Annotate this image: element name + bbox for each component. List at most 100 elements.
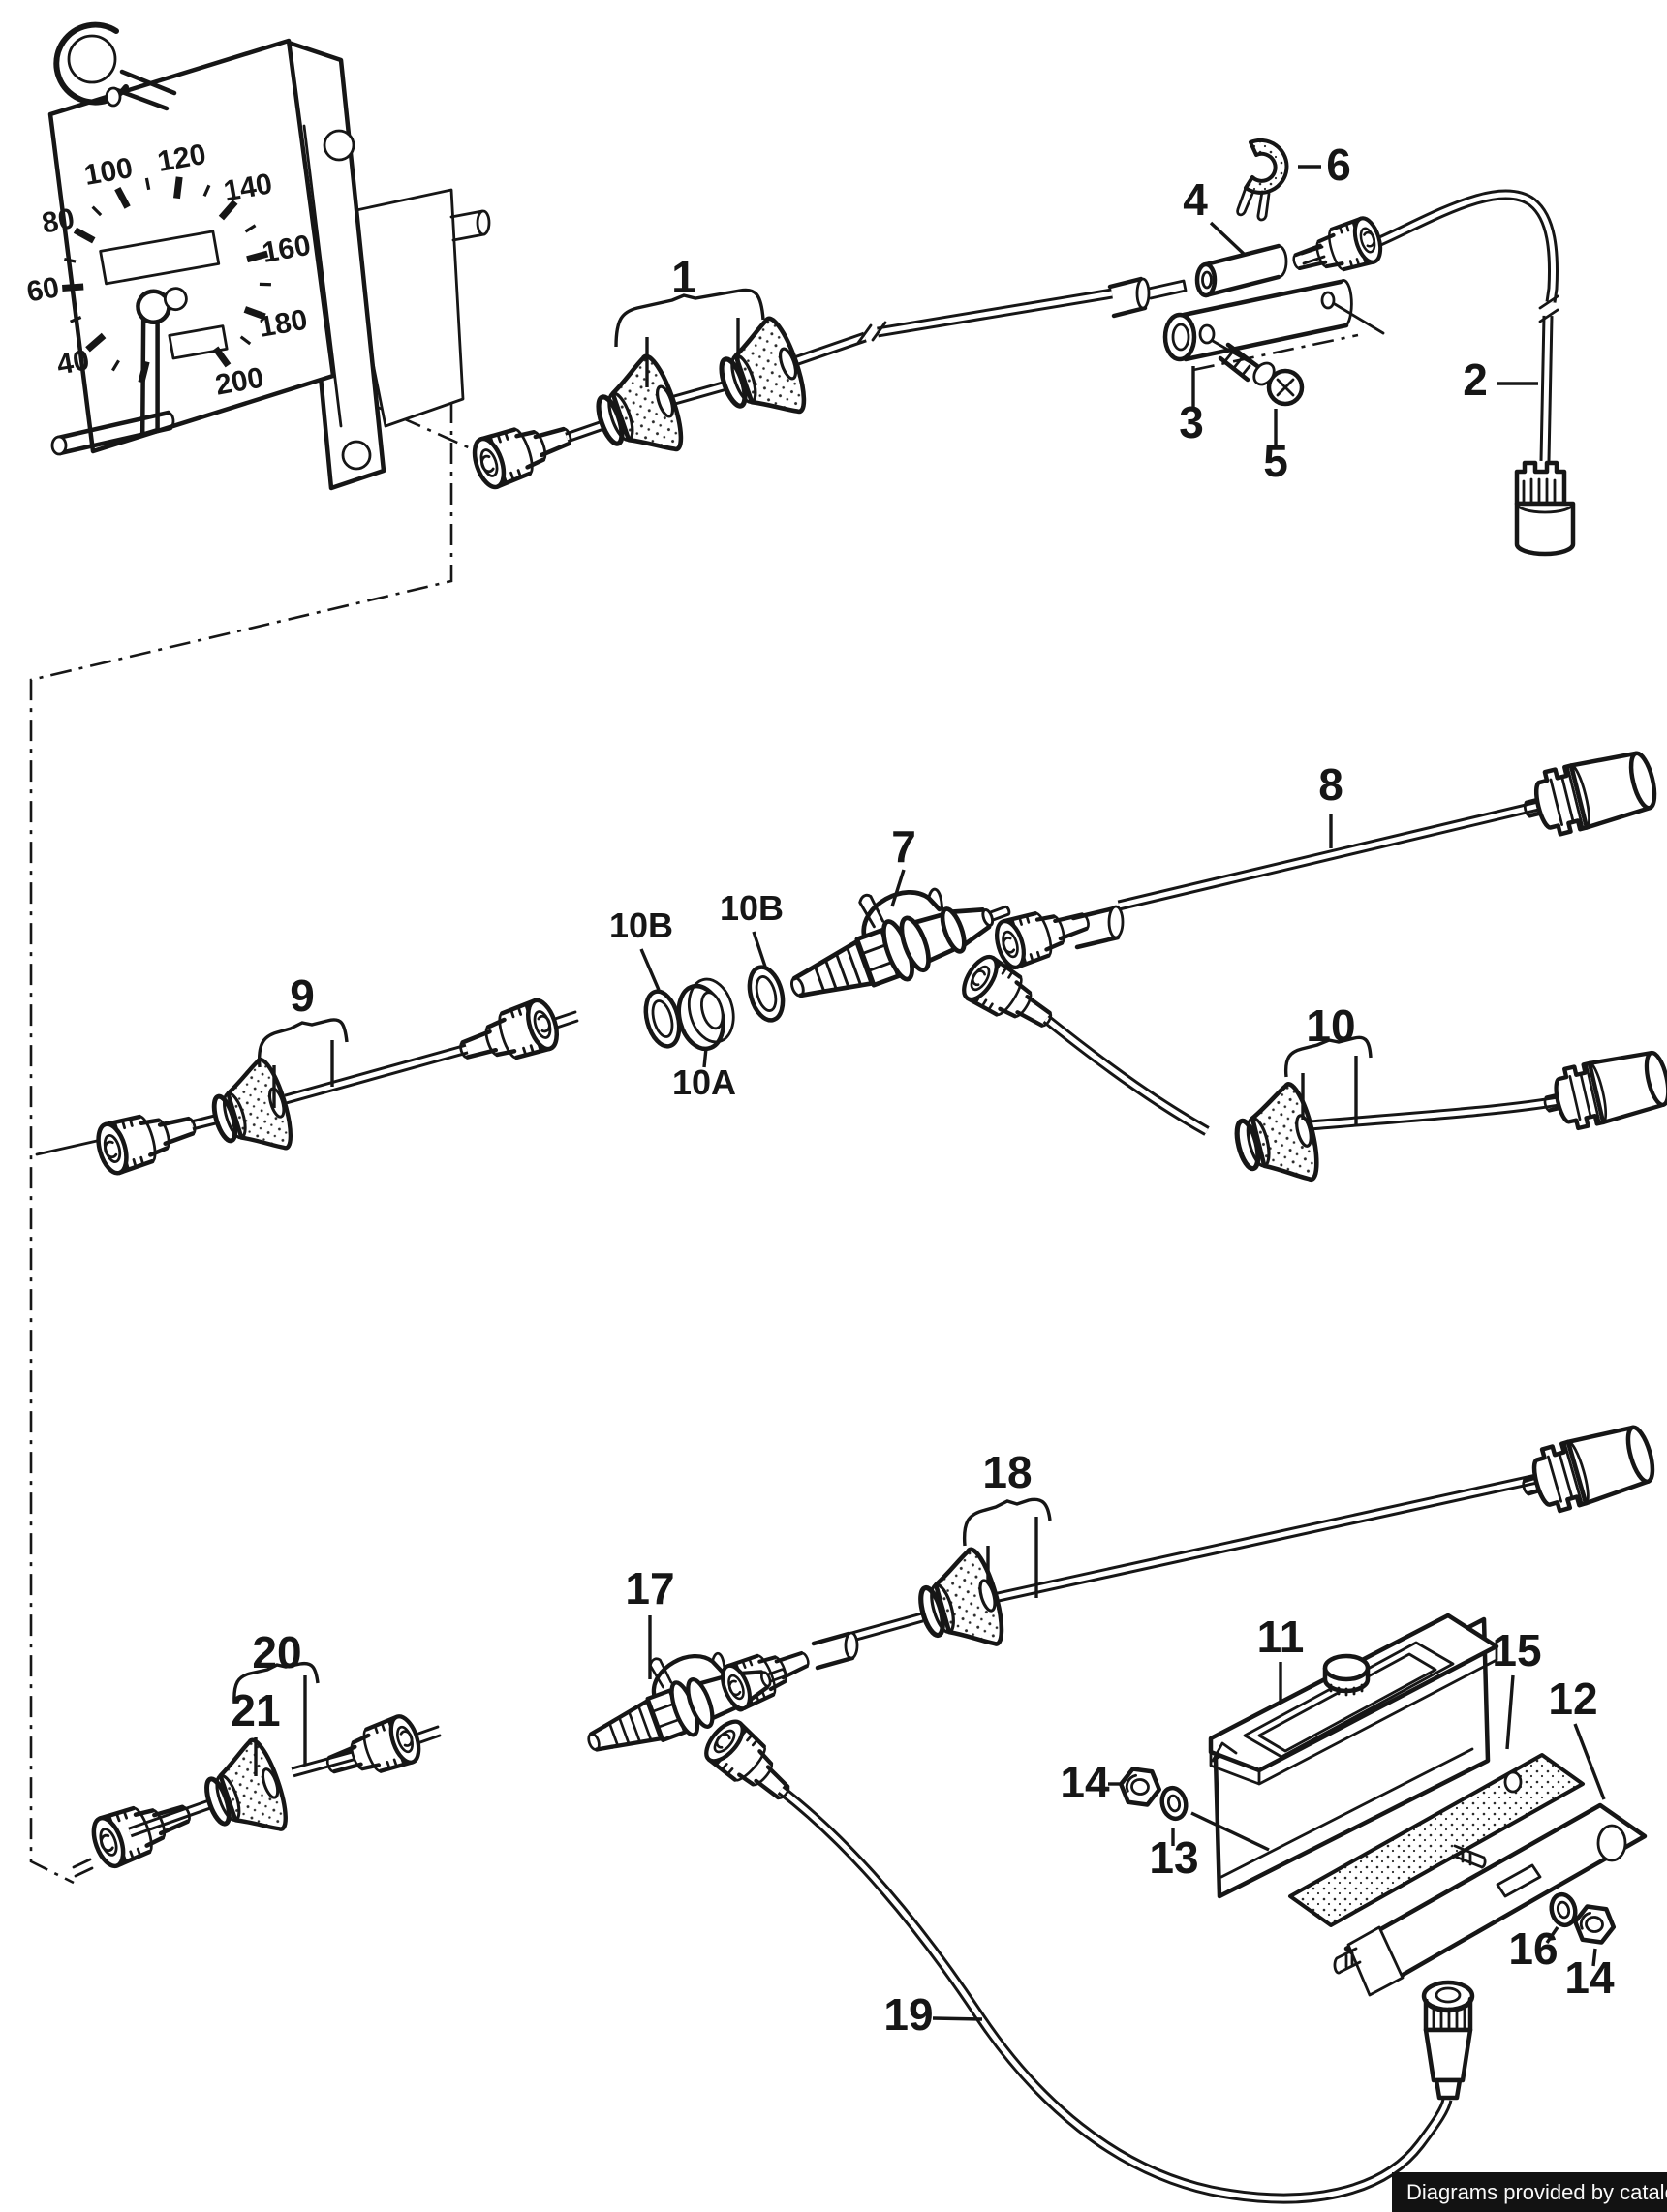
part-label-20: 20 (252, 1627, 301, 1677)
retaining-clip-part6 (1236, 138, 1289, 222)
washer-part13 (1158, 1786, 1189, 1822)
part-label-18: 18 (982, 1447, 1032, 1497)
needle-hub-inner (163, 287, 188, 312)
trip-window (168, 324, 229, 360)
part-label-16: 16 (1508, 1923, 1558, 1974)
cable-part8-assembly (992, 748, 1660, 971)
callout-leader-4 (1209, 221, 1246, 256)
bracket-plate-part12 (1333, 1802, 1648, 1997)
part-label-9: 9 (290, 970, 315, 1021)
gauge-number-40: 40 (54, 344, 92, 381)
part-label-15: 15 (1492, 1625, 1541, 1675)
callout-leader-14 (1591, 1948, 1597, 1967)
callout-leader-10A (702, 1047, 708, 1068)
upper-speedo-cable-assembly (469, 276, 1188, 491)
cable-grommet-part21 (195, 1736, 293, 1849)
cable-end-cap (1287, 215, 1385, 284)
cable-end-cap (93, 1101, 201, 1177)
gauge-major-tick (73, 227, 96, 244)
callout-leader-13 (1190, 1811, 1270, 1852)
part-label-3: 3 (1179, 397, 1204, 447)
part-label-7: 7 (891, 821, 916, 872)
gauge-minor-tick (244, 224, 257, 233)
nut-part14b (1573, 1905, 1616, 1944)
badge-text: Diagrams provided by catalogs parts (1406, 2180, 1667, 2204)
gauge-number-80: 80 (40, 202, 77, 239)
gauge-major-tick (85, 332, 107, 353)
foam-pad-part15 (1288, 1753, 1585, 1927)
part-label-10B: 10B (720, 888, 784, 928)
gauge-minor-tick (239, 335, 252, 346)
cable-part19-assembly (699, 1715, 1475, 2204)
part-label-12: 12 (1548, 1674, 1597, 1724)
part-label-10B: 10B (609, 906, 673, 945)
cable-grommet (709, 315, 812, 432)
cable-part18-assembly (811, 1421, 1658, 1671)
gauge-major-tick (212, 346, 232, 368)
cable-grommet (586, 353, 689, 470)
angle-drive-part17 (571, 1619, 795, 1769)
gauge-major-tick (138, 360, 150, 384)
provider-badge: Diagrams provided by catalogs parts (1392, 2172, 1667, 2212)
callout-brackets (232, 288, 1373, 1704)
gauge-minor-tick (202, 184, 211, 197)
part-label-14: 14 (1564, 1952, 1615, 2003)
cable-clamp-tube-part3 (1162, 279, 1385, 372)
gauge-major-tick (246, 250, 269, 263)
callout-leader-10B (639, 948, 661, 991)
part-label-19: 19 (883, 1989, 933, 2040)
gauge-major-tick (114, 186, 131, 209)
filler-cap (1322, 1653, 1371, 1697)
cable-grommet (1227, 1081, 1324, 1194)
callout-leader-16 (1545, 1926, 1559, 1944)
callout-leader-7 (890, 869, 906, 907)
gauge-minor-tick (144, 177, 151, 191)
gauge-major-tick (173, 176, 183, 200)
cable-end-cap (469, 412, 577, 491)
part-label-4: 4 (1183, 174, 1208, 225)
sender-connector (1421, 1980, 1475, 2101)
instrument-connector (1538, 1047, 1667, 1134)
screw-part5 (1218, 342, 1305, 407)
part-label-14: 14 (1060, 1757, 1110, 1807)
cable-grommet (910, 1547, 1008, 1662)
gauge-number-60: 60 (24, 271, 62, 308)
cable-part9-assembly (93, 997, 579, 1177)
part-label-10A: 10A (672, 1062, 736, 1102)
callout-leader-10B (752, 931, 767, 968)
part-label-11: 11 (1257, 1612, 1305, 1662)
cable-part20-21-assembly (72, 1713, 442, 1878)
callout-leader-19 (932, 2016, 983, 2021)
gauge-major-tick (62, 283, 84, 292)
cable-break (856, 321, 887, 345)
gauge-minor-tick (69, 316, 82, 323)
part-label-10: 10 (1306, 1000, 1355, 1051)
odometer-window (99, 230, 221, 286)
gauge-minor-tick (259, 282, 271, 287)
part-label-21: 21 (231, 1685, 280, 1736)
gauge-clamp (53, 21, 177, 111)
gauge-major-tick (243, 306, 266, 321)
nut-part14 (1119, 1767, 1161, 1806)
cable-grommet (203, 1057, 297, 1165)
part-label-13: 13 (1149, 1832, 1198, 1883)
instrument-connector (1515, 1421, 1658, 1519)
speedo-cable-part2 (1287, 189, 1576, 557)
part-label-5: 5 (1263, 436, 1288, 486)
callout-leader-12 (1573, 1723, 1606, 1800)
cable-part10-assembly (957, 952, 1667, 1195)
gauge-minor-tick (91, 205, 103, 217)
seal-rings-10b-10a (643, 965, 786, 1052)
cable-end-cap (321, 1713, 424, 1789)
gauge-reset-rod (50, 410, 175, 456)
part-label-1: 1 (671, 252, 696, 302)
callout-leader-15 (1505, 1674, 1515, 1750)
part-label-2: 2 (1463, 354, 1488, 405)
part-label-6: 6 (1326, 139, 1351, 190)
badge-background (1392, 2172, 1667, 2212)
control-box-part11 (1208, 1613, 1499, 1899)
gauge-minor-tick (111, 359, 120, 372)
